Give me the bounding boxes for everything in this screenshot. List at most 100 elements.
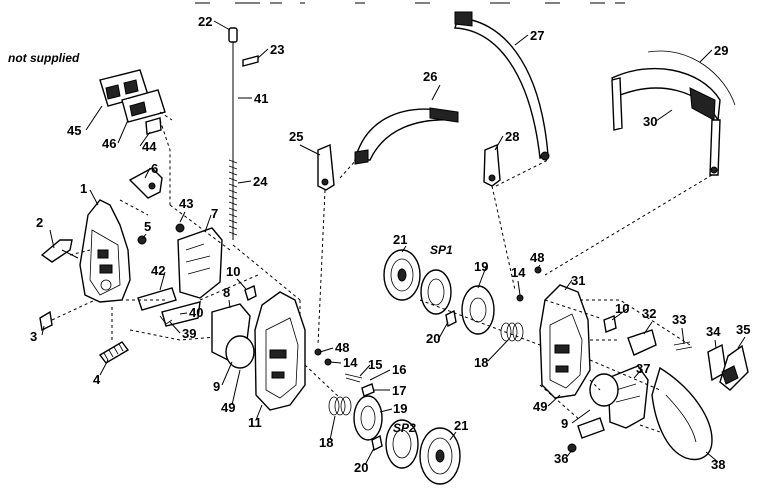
part-19b: [461, 285, 495, 335]
label-44: 44: [142, 139, 157, 154]
part-27-headband: [454, 11, 550, 161]
part-44: [145, 117, 162, 135]
label-8: 8: [223, 285, 230, 300]
adjuster-rod: [228, 27, 259, 240]
part-5: [137, 235, 147, 245]
label-49a: 49: [221, 400, 235, 415]
part-11-housing: [254, 291, 306, 411]
label-18a: 18: [319, 435, 333, 450]
part-29-30-band: [611, 50, 736, 176]
label-40: 40: [189, 305, 203, 320]
label-18b: 18: [474, 355, 488, 370]
part-26-band: [354, 107, 459, 165]
part-18a-spring: [328, 396, 352, 416]
label-2: 2: [36, 215, 43, 230]
part-4-spring: [98, 305, 130, 364]
not-supplied-note: not supplied: [8, 51, 80, 65]
part-23-pin: [242, 55, 259, 67]
part-32: [627, 329, 657, 356]
label-19a: 19: [393, 401, 407, 416]
part-labels: not supplied 22 23 41 24 27 29 26 30 25 …: [8, 14, 750, 475]
label-4: 4: [93, 372, 101, 387]
label-38: 38: [711, 457, 725, 472]
label-36: 36: [554, 451, 568, 466]
label-29: 29: [714, 43, 728, 58]
part-37: [607, 365, 649, 429]
label-5: 5: [144, 219, 151, 234]
leader-lines: [41, 20, 746, 466]
label-sp1: SP1: [430, 243, 453, 257]
label-21b: 21: [454, 418, 468, 433]
part-10a: [244, 285, 257, 301]
label-28: 28: [505, 129, 519, 144]
label-1: 1: [80, 181, 87, 196]
part-19a: [353, 395, 383, 441]
part-3: [39, 310, 53, 332]
label-9a: 9: [213, 379, 220, 394]
part-2: [40, 239, 73, 263]
right-guide-lines: [539, 299, 691, 433]
label-14a: 14: [343, 355, 358, 370]
label-34: 34: [706, 324, 721, 339]
part-15: [344, 373, 363, 383]
part-33: [673, 341, 693, 351]
part-sp2: [385, 419, 419, 469]
label-3: 3: [30, 329, 37, 344]
part-18b-spring: [500, 322, 524, 342]
label-17: 17: [392, 383, 406, 398]
label-35: 35: [736, 322, 750, 337]
part-7: [177, 227, 223, 299]
label-49b: 49: [533, 399, 547, 414]
part-20a: [371, 434, 383, 452]
part-48b: [534, 266, 542, 274]
label-10b: 10: [615, 301, 629, 316]
part-9b: [589, 373, 619, 407]
part-38-cover: [651, 366, 713, 461]
label-25: 25: [289, 129, 303, 144]
label-11: 11: [248, 415, 262, 430]
label-24: 24: [253, 174, 268, 189]
label-sp2: SP2: [393, 421, 416, 435]
label-31: 31: [571, 273, 585, 288]
label-48b: 48: [530, 250, 544, 265]
part-31-housing: [539, 284, 591, 399]
part-42: [137, 287, 177, 311]
part-sp1: [420, 269, 452, 315]
part-1-housing: [79, 199, 131, 303]
label-21a: 21: [393, 232, 407, 247]
label-30: 30: [643, 114, 657, 129]
label-41: 41: [254, 91, 268, 106]
part-10b: [603, 315, 617, 333]
label-42: 42: [151, 263, 165, 278]
label-6: 6: [151, 161, 158, 176]
label-19b: 19: [474, 259, 488, 274]
label-46: 46: [102, 136, 116, 151]
label-43: 43: [179, 196, 193, 211]
label-32: 32: [642, 306, 656, 321]
part-6: [128, 167, 163, 199]
label-48a: 48: [335, 340, 349, 355]
label-27: 27: [530, 28, 544, 43]
label-45: 45: [67, 123, 81, 138]
bracket-assembly: [99, 69, 173, 135]
label-26: 26: [423, 69, 437, 84]
part-43: [175, 223, 185, 233]
label-15: 15: [368, 357, 382, 372]
label-10a: 10: [226, 264, 240, 279]
label-20b: 20: [426, 331, 440, 346]
part-22-cap: [228, 27, 238, 43]
label-39: 39: [182, 326, 196, 341]
part-25: [317, 143, 335, 191]
label-9b: 9: [561, 416, 568, 431]
part-28: [483, 143, 501, 187]
label-23: 23: [270, 42, 284, 57]
part-14b: [516, 294, 524, 302]
part-9a: [225, 335, 255, 369]
part-36: [577, 417, 605, 439]
part-17: [361, 383, 375, 397]
label-22: 22: [198, 14, 212, 29]
part-24-spring: [228, 159, 238, 236]
label-7: 7: [211, 206, 218, 221]
